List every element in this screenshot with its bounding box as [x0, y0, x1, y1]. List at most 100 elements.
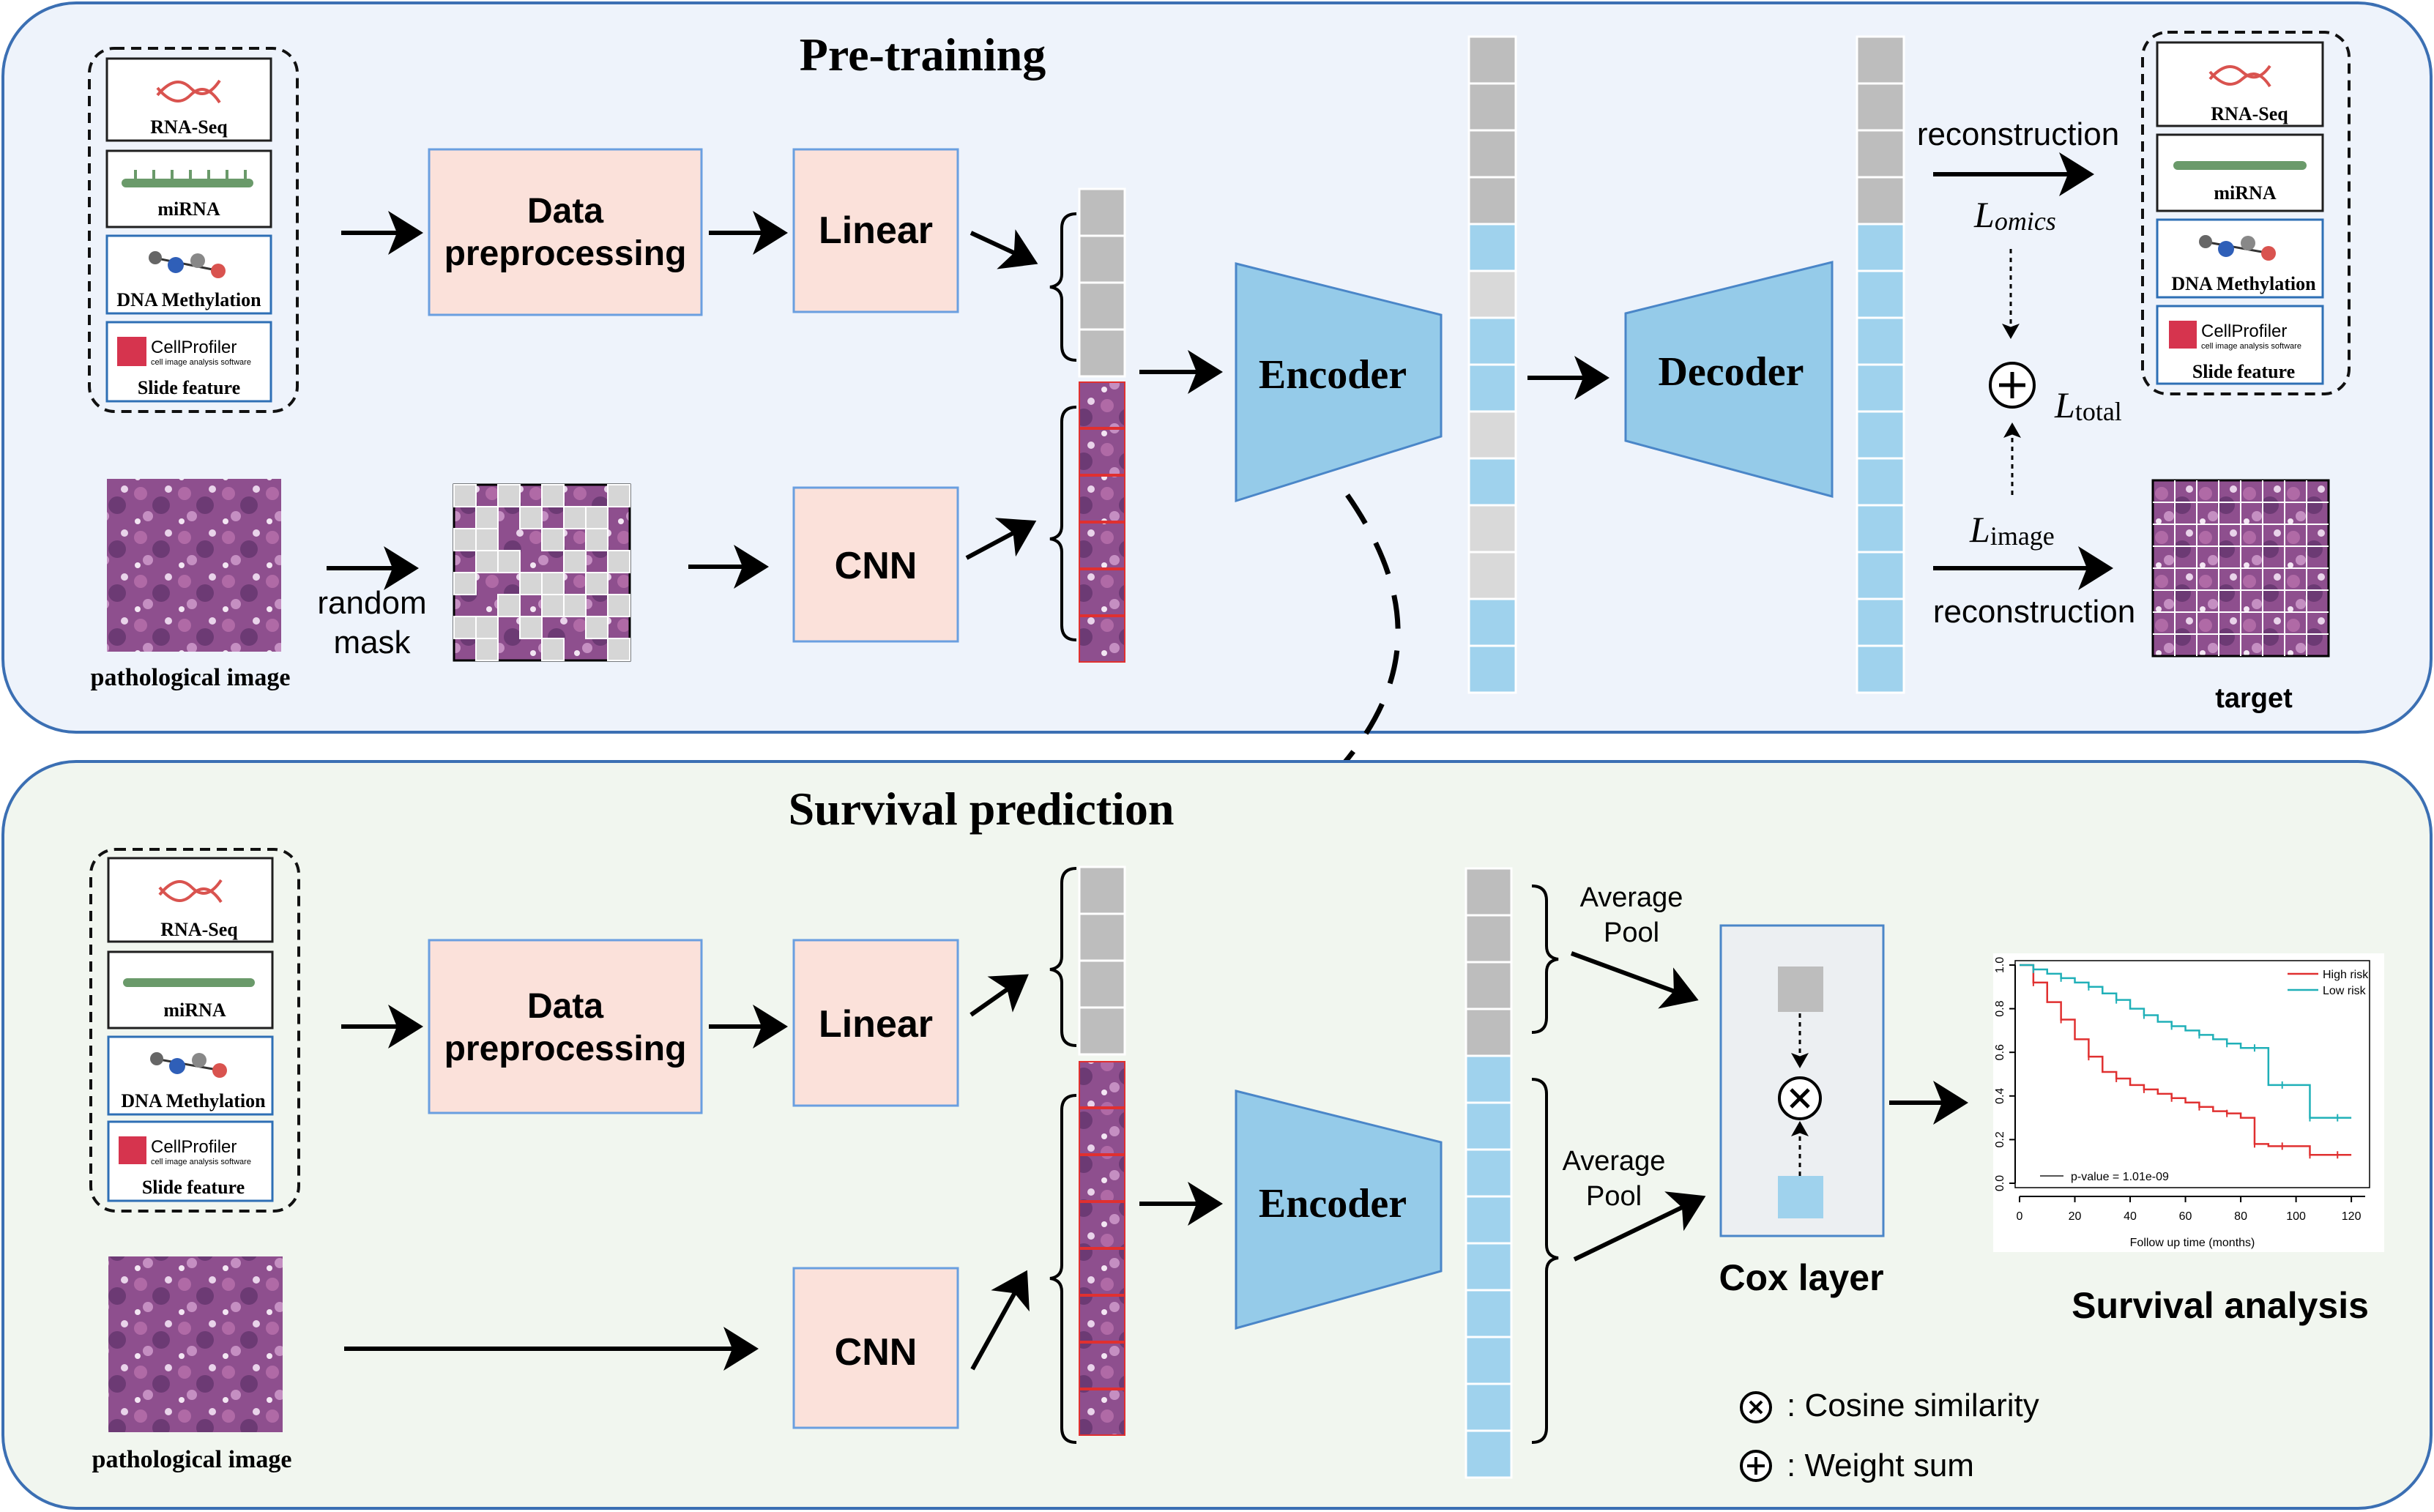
encoder-label-top: Encoder [1259, 352, 1407, 398]
rnaseq-label-target: RNA-Seq [2211, 103, 2288, 124]
mask-cell [541, 528, 565, 551]
km-y-tick-label: 0.2 [1994, 1131, 2006, 1147]
cox-omics-token [1778, 967, 1823, 1012]
slide-feature-card-target: CellProfiler cell image analysis softwar… [2156, 305, 2324, 385]
latent-token [1465, 1382, 1513, 1432]
omics-token [1078, 187, 1126, 237]
cox-layer-label: Cox layer [1719, 1257, 1883, 1298]
l-image: Limage [1969, 509, 2055, 551]
omics-token [1078, 865, 1126, 915]
slide-feature-card-bottom: CellProfiler cell image analysis softwar… [107, 1120, 274, 1202]
km-legend-label: Low risk [2323, 985, 2367, 997]
decoder [1624, 261, 1834, 498]
slide-feature-label: Slide feature [138, 377, 240, 398]
km-x-tick-label: 20 [2069, 1210, 2082, 1223]
legend-cosine-label: : Cosine similarity [1787, 1388, 2039, 1423]
random-mask-label-1: random [317, 585, 426, 621]
legend-weight-icon [1740, 1450, 1772, 1482]
km-x-tick-label: 40 [2124, 1210, 2137, 1223]
cox-image-token [1778, 1176, 1823, 1218]
km-y-tick-label: 1.0 [1994, 957, 2006, 973]
arrow-cnn-to-patches-top [965, 518, 1037, 560]
cnn-label-top: CNN [835, 545, 918, 587]
mask-cell [541, 572, 565, 595]
decoder-label: Decoder [1658, 349, 1804, 395]
mask-cell [563, 550, 587, 573]
omics-token [1078, 912, 1126, 962]
mask-cell [475, 550, 499, 573]
l-total: Ltotal [2054, 384, 2122, 426]
latent-token [1465, 1195, 1513, 1245]
brace-latent-omics [1531, 885, 1559, 1034]
mirna-card-bottom: miRNA [107, 950, 274, 1029]
cellprofiler-icon [117, 337, 146, 366]
cellprofiler-sub-target: cell image analysis software [2201, 342, 2301, 351]
mirna-label: miRNA [157, 198, 220, 220]
avg-pool-1-line2: Pool [1604, 917, 1659, 948]
molecule-icon [149, 251, 226, 278]
latent-token [1467, 597, 1517, 647]
linear-label-bottom: Linear [819, 1003, 933, 1046]
legend-cosine-icon [1740, 1391, 1772, 1423]
slide-feature-label-bottom: Slide feature [142, 1177, 245, 1198]
image-patch [1079, 1389, 1125, 1436]
rnaseq-label-bottom: RNA-Seq [160, 919, 238, 940]
brace-omics-top [1049, 212, 1077, 362]
arrow-avgpool-omics-to-cox [1570, 951, 1699, 1009]
latent-token [1467, 316, 1517, 366]
omics-token [1078, 328, 1126, 378]
reconstructed-token [1856, 176, 1905, 226]
mask-cell [519, 616, 543, 639]
encoder-label-bottom: Encoder [1259, 1181, 1407, 1226]
legend-weight-label: : Weight sum [1787, 1448, 1974, 1483]
mask-cell [453, 616, 477, 639]
omics-token [1078, 234, 1126, 284]
latent-token [1467, 129, 1517, 179]
omics-token [1078, 281, 1126, 331]
km-x-tick-label: 0 [2017, 1210, 2023, 1223]
latent-token [1467, 457, 1517, 507]
reconstructed-token [1856, 223, 1905, 272]
mask-cell [453, 572, 477, 595]
survival-title: Survival prediction [789, 783, 1175, 835]
image-patch [1079, 428, 1125, 475]
pretraining-title: Pre-training [800, 29, 1046, 81]
reconstruction-label-top: reconstruction [1917, 116, 2119, 152]
latent-token [1465, 1242, 1513, 1292]
encoder-top [1235, 262, 1443, 503]
target-label: target [2215, 683, 2293, 714]
methylation-label-target: DNA Methylation [2171, 273, 2316, 294]
mask-cell [475, 506, 499, 529]
km-frame [2014, 960, 2370, 1188]
preprocess-box-bottom [428, 939, 703, 1114]
arrow-avgpool-image-to-cox [1573, 1191, 1706, 1262]
mask-cell [475, 616, 499, 639]
latent-token [1467, 410, 1517, 460]
mask-cell [607, 484, 630, 507]
omics-tokens-bottom [1078, 865, 1126, 1056]
mask-cell [475, 638, 499, 661]
reconstructed-token [1856, 504, 1905, 554]
reconstructed-tokens [1856, 35, 1905, 694]
image-patch [1079, 1202, 1125, 1248]
mask-cell [497, 484, 521, 507]
methylation-label: DNA Methylation [116, 289, 261, 310]
arrow-linear-to-tokens-top [969, 229, 1038, 269]
mask-cell [519, 572, 543, 595]
km-y-tick-label: 0.0 [1994, 1175, 2006, 1191]
pathology-label-bottom: pathological image [92, 1446, 292, 1473]
omics-tokens-top [1078, 187, 1126, 378]
mask-cell [585, 572, 608, 595]
preprocess-label-2-bottom: preprocessing [444, 1029, 687, 1068]
mask-cell [607, 638, 630, 661]
mask-cell [585, 506, 608, 529]
latent-token [1467, 504, 1517, 554]
mirna-label-target: miRNA [2214, 182, 2276, 204]
mask-cell [585, 616, 608, 639]
arrow-linear-to-tokens-bottom [969, 974, 1029, 1017]
image-patch [1079, 1248, 1125, 1295]
cellprofiler-name-target: CellProfiler [2201, 321, 2287, 341]
reconstructed-token [1856, 597, 1905, 647]
